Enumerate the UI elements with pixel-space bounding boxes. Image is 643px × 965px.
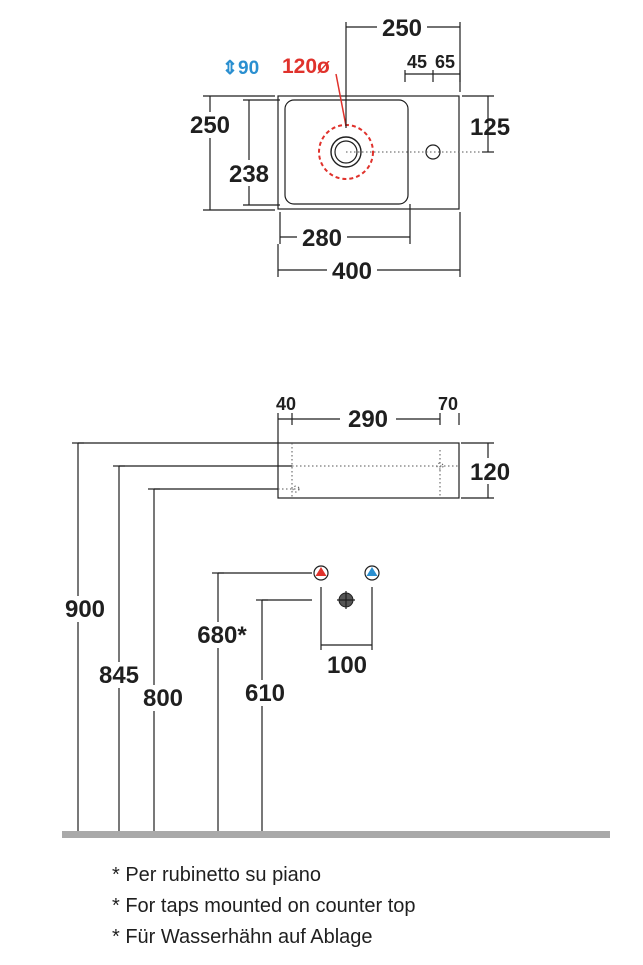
basin-front-outline: [277, 442, 460, 499]
dim-65-label: 65: [435, 52, 455, 72]
overall-depth-label: 250: [190, 112, 230, 139]
left-wall-label: 40: [276, 394, 296, 414]
height-top-label: 900: [65, 596, 105, 623]
tap-offset-label: 250: [382, 15, 422, 42]
pipe-spacing-label: 100: [327, 652, 367, 679]
height-drain-label: 800: [143, 685, 183, 712]
note-english: * For taps mounted on counter top: [112, 895, 416, 917]
tap-height-label: 680*: [197, 622, 247, 649]
drain-diameter-label: 120ø: [282, 55, 330, 78]
drain-leader: [335, 73, 347, 127]
top-view: 250 45 65 ⇕ 90 120ø 250 238 125 2: [186, 14, 510, 285]
waste-pipe-icon: [337, 591, 355, 609]
bowl-width-label: 280: [302, 225, 342, 252]
drain-height-label: 90: [238, 58, 259, 79]
basin-top-outline: [277, 95, 460, 210]
note-german: * Für Wasserhähn auf Ablage: [112, 926, 373, 948]
tap-depth-label: 125: [470, 114, 510, 141]
right-wall-label: 70: [438, 394, 458, 414]
hot-water-icon: [313, 565, 329, 581]
dim-45-label: 45: [407, 52, 427, 72]
note-italian: * Per rubinetto su piano: [112, 864, 321, 886]
floor-line: [62, 831, 610, 838]
waste-height-label: 610: [245, 680, 285, 707]
inner-width-label: 290: [348, 406, 388, 433]
overall-width-label: 400: [332, 258, 372, 285]
front-view: 40 70 290 120 900 845: [60, 394, 610, 838]
height-arrows-icon: ⇕: [222, 58, 238, 79]
tap-hole-icon: [425, 144, 441, 160]
bowl-depth-label: 238: [229, 161, 269, 188]
cold-water-icon: [364, 565, 380, 581]
height-mid-label: 845: [99, 662, 139, 689]
footnotes: * Per rubinetto su piano * For taps moun…: [112, 864, 416, 948]
basin-height-label: 120: [470, 459, 510, 486]
